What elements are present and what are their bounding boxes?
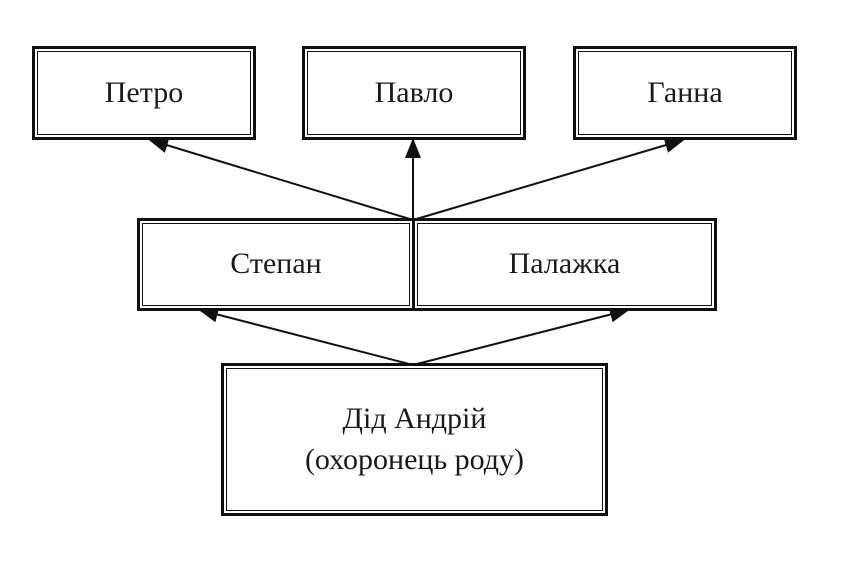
arrow-to-stepan <box>198 306 414 366</box>
ancestor-role: (охоронець роду) <box>304 442 525 476</box>
arrow-to-palazhka <box>412 306 630 366</box>
ancestor-name: Дід Андрій <box>342 402 487 435</box>
label-palazhka: Палажка <box>417 223 712 306</box>
label-pavlo: Павло <box>307 51 521 135</box>
arrow-to-hanna <box>412 137 685 221</box>
label-hanna: Ганна <box>578 51 792 135</box>
box-stepan: Степан <box>137 218 415 311</box>
box-pavlo: Павло <box>302 46 526 140</box>
box-did-andrii: Дід Андрій (охоронець роду) <box>221 363 608 516</box>
box-petro: Петро <box>32 46 256 140</box>
label-petro: Петро <box>37 51 251 135</box>
label-stepan: Степан <box>142 223 410 306</box>
ancestor-label: Дід Андрій (охоронець роду) <box>226 368 603 511</box>
box-hanna: Ганна <box>573 46 797 140</box>
box-palazhka: Палажка <box>412 218 717 311</box>
arrow-to-petro <box>148 137 414 221</box>
